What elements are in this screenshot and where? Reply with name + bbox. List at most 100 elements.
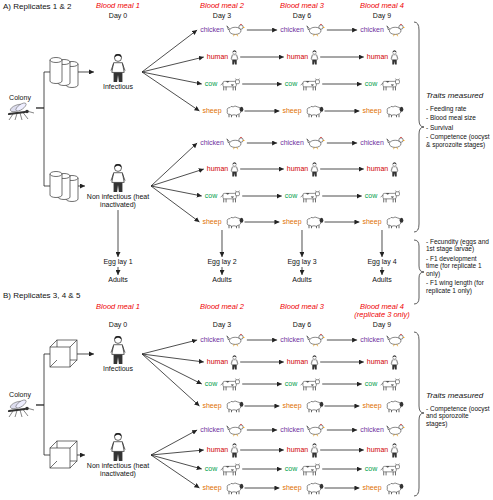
host-node: chicken	[278, 23, 326, 37]
host-node: cow	[363, 190, 401, 203]
host-icon	[304, 481, 324, 495]
arrow-connector	[327, 340, 357, 341]
host-icon	[227, 24, 245, 36]
host-icon	[224, 399, 244, 413]
traits-heading: Traits measured	[426, 92, 490, 101]
host-icon	[306, 333, 326, 347]
node-label: Egg lay 3	[287, 258, 316, 265]
host-icon	[299, 78, 321, 91]
node-label: Colony	[9, 391, 31, 399]
host-node: sheep	[360, 399, 403, 413]
host-node: chicken	[198, 136, 246, 150]
host-icon	[387, 334, 405, 346]
arrow-connector	[151, 186, 202, 196]
person-figure	[109, 432, 127, 462]
arrow-connector	[142, 354, 202, 384]
trait-item: - Competence (oocyst & sporozoite stages…	[426, 133, 490, 148]
arrow-connector	[151, 169, 204, 186]
host-node: sheep	[200, 215, 243, 229]
host-node: sheep	[360, 104, 403, 118]
host-icon	[310, 355, 319, 370]
arrow-connector	[240, 57, 284, 58]
arrow-connector	[142, 354, 204, 362]
host-node: cow	[203, 78, 241, 91]
host-icon	[310, 443, 319, 458]
arrow-connector	[327, 143, 357, 144]
node-label: Adults	[212, 276, 231, 283]
host-node: cow	[283, 78, 321, 91]
host-node: cow	[203, 378, 241, 391]
colony-node: Colony	[5, 94, 35, 122]
node-label: chicken	[200, 26, 224, 34]
node-label: chicken	[200, 426, 224, 434]
host-node: cow	[363, 463, 401, 476]
node-label: sheep	[362, 107, 381, 115]
mosquito-icon	[5, 102, 35, 122]
day-label: Day 0	[98, 321, 138, 329]
host-node: human	[285, 443, 319, 458]
host-node: cow	[203, 463, 241, 476]
node-label: Egg lay 2	[207, 258, 236, 265]
host-icon	[311, 50, 318, 64]
host-icon	[384, 215, 404, 229]
arrow-connector	[142, 72, 199, 111]
trait-item: - Feeding rate	[426, 105, 490, 112]
node-label: human	[287, 358, 308, 366]
arrow-connector	[302, 267, 303, 275]
host-node: human	[205, 162, 239, 177]
node-label: sheep	[362, 218, 381, 226]
cube-cage	[50, 340, 77, 367]
host-icon	[227, 334, 245, 346]
node-label: human	[207, 53, 228, 61]
host-icon	[307, 24, 325, 36]
arrow-connector	[301, 230, 302, 257]
arrow-connector	[151, 450, 204, 455]
person-figure	[111, 433, 125, 461]
host-icon	[219, 378, 241, 391]
node-label: cow	[205, 465, 217, 473]
arrow-connector	[118, 267, 119, 275]
host-icon	[390, 443, 399, 458]
arrow-connector	[245, 222, 280, 223]
host-icon	[299, 190, 321, 203]
host-node: chicken	[198, 333, 246, 347]
node-label: Infectious	[103, 365, 133, 373]
host-icon	[387, 483, 403, 494]
node-label: sheep	[202, 402, 221, 410]
column-header: Blood meal 1	[86, 2, 150, 10]
host-node: human	[205, 443, 239, 458]
stage-node: Adults	[212, 276, 231, 284]
node-label: chicken	[280, 139, 304, 147]
node-label: human	[207, 446, 228, 454]
arrow-connector	[245, 111, 280, 112]
arrow-connector	[242, 196, 282, 197]
host-icon	[306, 23, 326, 37]
node-label: cow	[285, 465, 297, 473]
arrow-connector	[151, 143, 197, 186]
host-icon	[386, 333, 406, 347]
host-icon	[231, 443, 238, 457]
host-icon	[307, 424, 325, 436]
host-node: human	[205, 50, 239, 65]
node-label: chicken	[360, 139, 384, 147]
node-label: cow	[285, 80, 297, 88]
host-icon	[231, 355, 238, 369]
host-node: chicken	[198, 23, 246, 37]
host-node: sheep	[280, 399, 323, 413]
host-icon	[299, 463, 321, 476]
node-label: sheep	[202, 107, 221, 115]
arrow-connector	[320, 57, 364, 58]
host-node: cow	[363, 78, 401, 91]
host-icon	[384, 481, 404, 495]
node-label: human	[367, 53, 388, 61]
arrow-connector	[320, 450, 364, 451]
node-label: chicken	[280, 336, 304, 344]
node-label: sheep	[362, 402, 381, 410]
arrow-connector	[322, 84, 362, 85]
host-node: chicken	[278, 136, 326, 150]
arrow-connector	[36, 108, 85, 186]
host-node: chicken	[278, 423, 326, 437]
node-label: human	[207, 165, 228, 173]
arrow-connector	[247, 30, 277, 31]
